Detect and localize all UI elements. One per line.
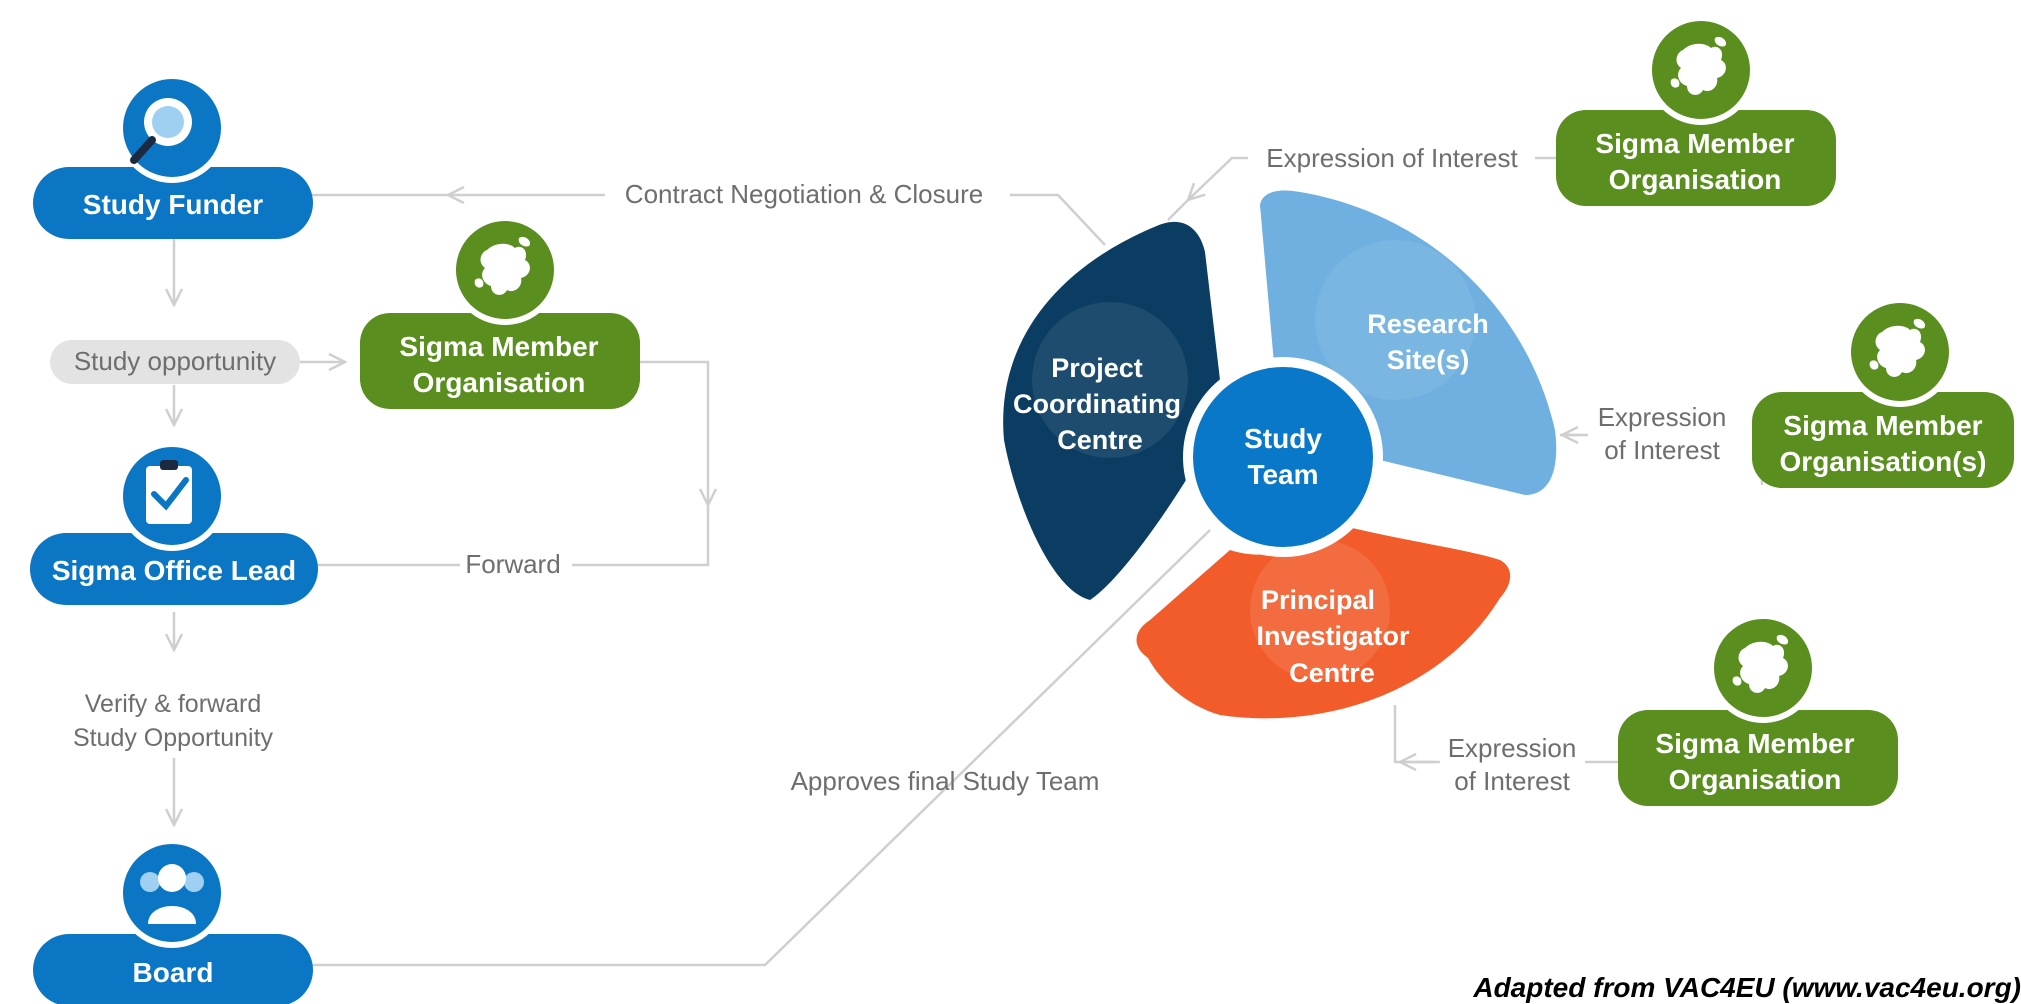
sigma-member-top-right-line2: Organisation: [1609, 164, 1782, 195]
sigma-member-left-line2: Organisation: [413, 367, 586, 398]
research-line1: Research: [1367, 309, 1489, 339]
source-credit: Adapted from VAC4EU (www.vac4eu.org): [1473, 972, 2021, 1003]
study-opportunity-pill: [50, 340, 300, 384]
project-coordinating-centre-segment[interactable]: Project Coordinating Centre: [1003, 221, 1220, 600]
approves-line: [310, 529, 1211, 967]
expression-mid-label-2: of Interest: [1604, 435, 1720, 465]
study-team-line1: Study: [1244, 423, 1322, 454]
expr-top-arrow: [1188, 156, 1248, 200]
sigma-member-mid-right-line1: Sigma Member: [1783, 410, 1982, 441]
sigma-member-bottom-right-node[interactable]: Sigma Member Organisation: [1618, 613, 1898, 806]
expression-mid-label-1: Expression: [1598, 402, 1727, 432]
sigma-member-left-node[interactable]: Sigma Member Organisation: [360, 215, 640, 409]
study-team-line2: Team: [1247, 459, 1318, 490]
verify-forward-label-1: Verify & forward: [85, 690, 261, 718]
expression-bottom-label-2: of Interest: [1454, 766, 1570, 796]
right-connectors: [1167, 156, 1764, 764]
forward-line-right: [572, 505, 710, 567]
study-opportunity-label: Study opportunity: [74, 346, 276, 376]
study-funder-label: Study Funder: [83, 189, 264, 220]
expr-bottom-line-left: [1393, 705, 1434, 764]
board-badge: [117, 838, 227, 948]
principal-investigator-centre-segment[interactable]: Principal Investigator Centre: [1136, 525, 1511, 719]
pi-line2: Investigator: [1256, 621, 1410, 651]
sigma-member-bottom-right-line2: Organisation: [1669, 764, 1842, 795]
people-group-icon: [140, 864, 204, 924]
pcc-line1: Project: [1051, 353, 1143, 383]
verify-forward-label-2: Study Opportunity: [73, 724, 274, 752]
left-connectors: [174, 193, 1211, 967]
clipboard-check-icon: [146, 460, 192, 524]
forward-label: Forward: [465, 549, 560, 579]
sigma-member-mid-right-node[interactable]: Sigma Member Organisation(s): [1752, 297, 2014, 488]
board-label: Board: [133, 957, 214, 988]
sigma-member-mid-right-line2: Organisation(s): [1780, 446, 1987, 477]
sigma-office-lead-label: Sigma Office Lead: [52, 555, 296, 586]
sigma-down-arrow: [640, 360, 708, 505]
research-line2: Site(s): [1387, 345, 1470, 375]
study-team-cluster: Project Coordinating Centre Research Sit…: [1003, 190, 1557, 719]
connector-labels: Study opportunity Contract Negotiation &…: [50, 143, 1726, 796]
sigma-member-left-line1: Sigma Member: [399, 331, 598, 362]
sigma-office-lead-node[interactable]: Sigma Office Lead: [30, 441, 318, 605]
magnifier-hand-icon: [130, 98, 192, 164]
approves-final-label: Approves final Study Team: [791, 766, 1100, 796]
sigma-member-top-right-line1: Sigma Member: [1595, 128, 1794, 159]
expression-bottom-label-1: Expression: [1448, 733, 1577, 763]
pi-line3: Centre: [1289, 658, 1375, 688]
expr-top-tail: [1167, 199, 1189, 221]
study-funder-node[interactable]: Study Funder: [33, 73, 313, 239]
study-team-hub[interactable]: Study Team: [1183, 357, 1383, 557]
pcc-line3: Centre: [1057, 425, 1143, 455]
expression-top-label: Expression of Interest: [1266, 143, 1518, 173]
pi-line1: Principal: [1261, 585, 1375, 615]
contract-line-right: [1010, 193, 1106, 246]
contract-negotiation-label: Contract Negotiation & Closure: [625, 179, 983, 209]
board-node[interactable]: Board: [33, 838, 313, 1004]
pcc-line2: Coordinating: [1013, 389, 1181, 419]
sigma-member-bottom-right-line1: Sigma Member: [1655, 728, 1854, 759]
sigma-member-top-right-node[interactable]: Sigma Member Organisation: [1556, 15, 1836, 206]
